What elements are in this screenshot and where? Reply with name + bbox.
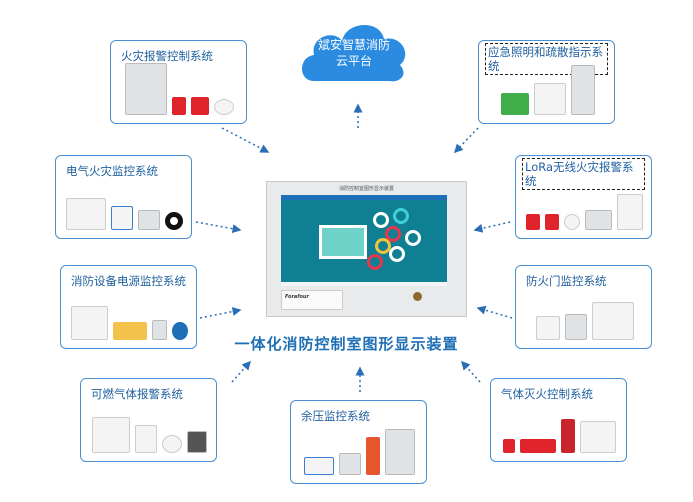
system-combustible-gas[interactable]: 可燃气体报警系统: [80, 378, 217, 462]
device-brand: Forafour: [281, 290, 343, 310]
gear-icon: [375, 238, 391, 254]
system-label: 火灾报警控制系统: [121, 49, 213, 63]
monitor-icon: [319, 225, 367, 259]
system-label: 消防设备电源监控系统: [71, 274, 186, 288]
system-label: 可燃气体报警系统: [91, 387, 183, 401]
key-switch-icon[interactable]: [413, 292, 422, 301]
gear-icon: [373, 212, 389, 228]
system-fire-alarm[interactable]: 火灾报警控制系统: [110, 40, 247, 124]
system-label: 气体灭火控制系统: [501, 387, 593, 401]
system-fire-door[interactable]: 防火门监控系统: [515, 265, 652, 349]
cloud-platform: 斌安智慧消防云平台: [296, 15, 412, 87]
cloud-label: 斌安智慧消防云平台: [318, 38, 391, 68]
gear-icon: [389, 246, 405, 262]
system-label: 余压监控系统: [301, 409, 370, 423]
system-power-monitoring[interactable]: 消防设备电源监控系统: [60, 265, 197, 349]
gear-icon: [393, 208, 409, 224]
system-residual-pressure[interactable]: 余压监控系统: [290, 400, 427, 484]
gear-icon: [367, 254, 383, 270]
cloud-icon: [302, 24, 406, 82]
gear-icon: [405, 230, 421, 246]
device-screen: [281, 195, 447, 286]
system-electrical-fire[interactable]: 电气火灾监控系统: [55, 155, 192, 239]
system-gas-extinguishing[interactable]: 气体灭火控制系统: [490, 378, 627, 462]
gear-icon: [385, 226, 401, 242]
system-label: 电气火灾监控系统: [66, 164, 158, 178]
system-lora-wireless[interactable]: LoRa无线火灾报警系统: [515, 155, 652, 239]
system-emergency-lighting[interactable]: 应急照明和疏散指示系统: [478, 40, 615, 124]
system-label: 应急照明和疏散指示系统: [485, 43, 608, 75]
system-label: LoRa无线火灾报警系统: [522, 158, 645, 190]
center-caption: 一体化消防控制室图形显示装置: [234, 335, 459, 353]
system-label: 防火门监控系统: [526, 274, 607, 288]
device-title: 消防控制室图形显示装置: [338, 186, 394, 192]
graphic-display-device: 消防控制室图形显示装置 Forafour: [266, 181, 467, 317]
